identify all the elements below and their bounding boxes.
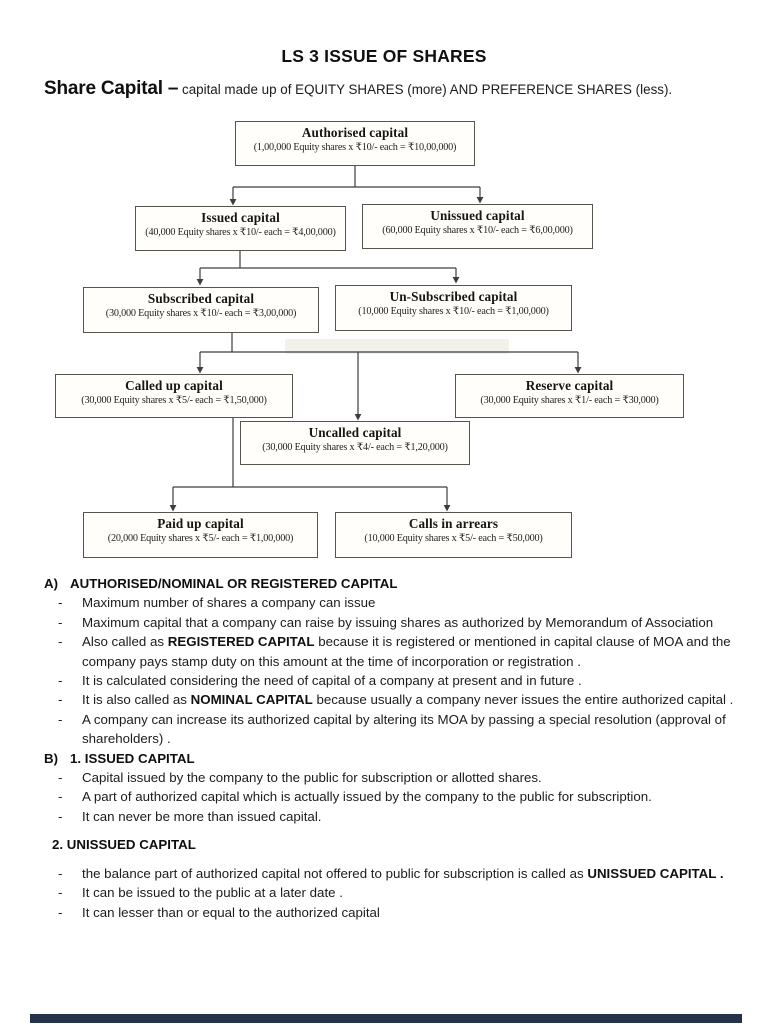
bullet-dash: -	[58, 808, 63, 824]
note-bullet: - It can be issued to the public at a lat…	[44, 883, 738, 902]
node-detail: (10,000 Equity shares x ₹5/- each = ₹50,…	[364, 533, 543, 544]
bullet-dash: -	[58, 711, 63, 727]
bullet-text: A company can increase its authorized ca…	[82, 711, 726, 747]
bullet-dash: -	[58, 904, 63, 920]
note-bullet: - Capital issued by the company to the pu…	[44, 768, 738, 787]
bullet-dash: -	[58, 614, 63, 630]
notes-section-heading: A) AUTHORISED/NOMINAL OR REGISTERED CAPIT…	[44, 574, 738, 593]
node-detail: (10,000 Equity shares x ₹10/- each = ₹1,…	[358, 306, 549, 317]
node-subscribed-capital: Subscribed capital (30,000 Equity shares…	[83, 287, 319, 333]
bullet-text: It is calculated considering the need of…	[82, 673, 582, 689]
node-title: Authorised capital	[301, 125, 409, 140]
note-bullet: - the balance part of authorized capital …	[44, 864, 738, 883]
bullet-text: Maximum capital that a company can raise…	[82, 614, 714, 630]
note-bullet: - Maximum capital that a company can rais…	[44, 613, 738, 632]
notes-section-label: A)	[44, 576, 59, 591]
notes: A) AUTHORISED/NOMINAL OR REGISTERED CAPIT…	[44, 574, 738, 922]
node-title: Subscribed capital	[147, 291, 255, 306]
node-issued-capital: Issued capital (40,000 Equity shares x ₹…	[135, 206, 346, 251]
notes-section-title: 1. ISSUED CAPITAL	[70, 750, 195, 766]
node-title: Paid up capital	[157, 516, 244, 531]
scan-smudge	[285, 339, 509, 354]
bullet-dash: -	[58, 634, 63, 650]
node-called-up-capital: Called up capital (30,000 Equity shares …	[55, 374, 293, 418]
note-bullet: - A company can increase its authorized c…	[44, 710, 738, 749]
node-title: Un-Subscribed capital	[389, 289, 518, 304]
bullet-text: the balance part of authorized capital n…	[82, 865, 724, 881]
node-calls-in-arrears: Calls in arrears (10,000 Equity shares x…	[335, 512, 572, 558]
bullet-dash: -	[58, 789, 63, 805]
page-end-bar	[30, 1014, 742, 1023]
bullet-text: It can be issued to the public at a late…	[82, 885, 343, 901]
node-detail: (1,00,000 Equity shares x ₹10/- each = ₹…	[253, 142, 457, 153]
node-title: Reserve capital	[525, 378, 614, 393]
bullet-dash: -	[58, 770, 63, 786]
node-title: Issued capital	[201, 210, 280, 225]
share-capital-heading: Share Capital – capital made up of EQUIT…	[44, 78, 744, 100]
node-paid-up-capital: Paid up capital (20,000 Equity shares x …	[83, 512, 318, 558]
node-title: Uncalled capital	[308, 425, 402, 440]
bullet-dash: -	[58, 865, 63, 881]
bullet-text: It is also called as NOMINAL CAPITAL bec…	[82, 692, 734, 708]
bullet-text: Also called as REGISTERED CAPITAL becaus…	[82, 634, 731, 669]
note-bullet: - Also called as REGISTERED CAPITAL becau…	[44, 632, 738, 671]
notes-section-title: 2. UNISSUED CAPITAL	[52, 837, 196, 853]
node-title: Unissued capital	[430, 208, 525, 223]
bullet-text: A part of authorized capital which is ac…	[82, 789, 652, 805]
node-uncalled-capital: Uncalled capital (30,000 Equity shares x…	[240, 421, 470, 465]
bullet-text: Maximum number of shares a company can i…	[82, 595, 376, 611]
node-detail: (30,000 Equity shares x ₹4/- each = ₹1,2…	[262, 442, 448, 453]
node-unissued-capital: Unissued capital (60,000 Equity shares x…	[362, 204, 593, 249]
node-detail: (60,000 Equity shares x ₹10/- each = ₹6,…	[382, 225, 573, 236]
node-detail: (30,000 Equity shares x ₹5/- each = ₹1,5…	[81, 395, 267, 406]
node-title: Calls in arrears	[408, 516, 499, 531]
note-bullet: - It can lesser than or equal to the auth…	[44, 903, 738, 922]
node-detail: (20,000 Equity shares x ₹5/- each = ₹1,0…	[107, 533, 294, 544]
notes-section-title: AUTHORISED/NOMINAL OR REGISTERED CAPITAL	[70, 576, 398, 591]
note-bullet: - A part of authorized capital which is a…	[44, 787, 738, 806]
bullet-dash: -	[58, 692, 63, 708]
node-unsubscribed-capital: Un-Subscribed capital (10,000 Equity sha…	[335, 285, 572, 331]
share-capital-description: capital made up of EQUITY SHARES (more) …	[178, 82, 673, 97]
bullet-text: It can lesser than or equal to the autho…	[82, 904, 380, 920]
bullet-dash: -	[58, 885, 63, 901]
notes-section-heading: 2. UNISSUED CAPITAL	[44, 835, 738, 854]
node-detail: (30,000 Equity shares x ₹10/- each = ₹3,…	[105, 308, 297, 319]
node-reserve-capital: Reserve capital (30,000 Equity shares x …	[455, 374, 684, 418]
note-bullet: - Maximum number of shares a company can …	[44, 593, 738, 612]
node-title: Called up capital	[125, 378, 223, 393]
page-title: LS 3 ISSUE OF SHARES	[281, 46, 487, 66]
bullet-dash: -	[58, 595, 63, 611]
notes-section-heading: B) 1. ISSUED CAPITAL	[44, 749, 738, 768]
bullet-text: Capital issued by the company to the pub…	[82, 770, 542, 786]
note-bullet: - It is also called as NOMINAL CAPITAL be…	[44, 690, 738, 709]
notes-section-label: B)	[44, 750, 59, 766]
note-bullet: - It can never be more than issued capita…	[44, 807, 738, 826]
node-detail: (40,000 Equity shares x ₹10/- each = ₹4,…	[145, 227, 336, 238]
note-bullet: - It is calculated considering the need o…	[44, 671, 738, 690]
bullet-text: It can never be more than issued capital…	[82, 808, 322, 824]
share-capital-lead: Share Capital –	[44, 78, 179, 99]
node-detail: (30,000 Equity shares x ₹1/- each = ₹30,…	[480, 395, 659, 406]
bullet-dash: -	[58, 673, 63, 689]
node-authorised-capital: Authorised capital (1,00,000 Equity shar…	[235, 121, 475, 166]
